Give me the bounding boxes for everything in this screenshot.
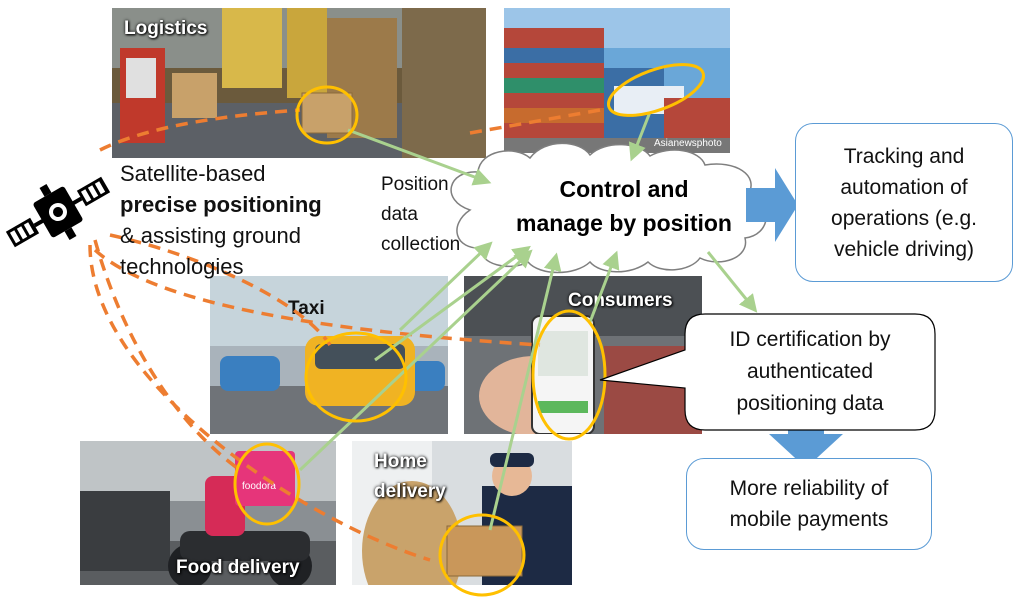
dashed-line-consumers (93, 248, 541, 347)
dashed-line-taxi (109, 233, 332, 346)
foodora-box-text: foodora (242, 481, 276, 492)
arrow-taxi-2 (374, 245, 531, 362)
orange-dashed-lines (88, 108, 601, 562)
id-line-2: authenticated (746, 360, 874, 383)
cloud-line-2: manage by position (516, 210, 732, 236)
id-callout-box (599, 313, 936, 431)
blue-arrow-right (746, 168, 798, 242)
satellite-description: Satellite-based precise positioning & as… (120, 158, 360, 282)
taxi-scene (210, 276, 448, 434)
arrow-logistics (347, 128, 492, 186)
position-data-line-2: data (381, 204, 418, 225)
circle-taxi (304, 331, 408, 423)
arrow-taxi-1 (398, 241, 493, 332)
tracking-line-4: vehicle driving) (833, 237, 975, 261)
cloud-line-1: Control and (559, 176, 689, 202)
consumers-label: Consumers (568, 290, 673, 311)
reliability-box: More reliability of mobile payments (686, 458, 932, 550)
dashed-line-logistics (99, 108, 301, 152)
reliability-line-1: More reliability of (729, 477, 889, 500)
yellow-circles (233, 63, 705, 597)
dashed-line-food (93, 239, 242, 472)
green-arrows (298, 111, 758, 531)
reliability-line-2: mobile payments (729, 508, 889, 531)
home-delivery-photo: Home delivery (352, 441, 572, 585)
food-delivery-label: Food delivery (176, 557, 300, 578)
satellite-line-4: technologies (120, 254, 244, 279)
position-data-line-3: collection (381, 234, 461, 255)
satellite-line-2-bold: precise positioning (120, 192, 322, 217)
position-data-label: Position data collection (381, 170, 460, 260)
id-line-1: ID certification by (729, 328, 891, 351)
dashed-line-containers (469, 108, 601, 135)
home-delivery-scene (352, 441, 572, 585)
id-line-3: positioning data (736, 392, 884, 415)
dashed-line-home (88, 244, 431, 562)
tracking-line-2: automation of (840, 175, 968, 199)
circle-logistics (295, 85, 359, 145)
logistics-label: Logistics (124, 18, 208, 39)
cloud-label: Control and manage by position (496, 172, 752, 240)
logistics-scene (112, 8, 486, 158)
tracking-line-1: Tracking and (843, 144, 965, 168)
circle-consumers (531, 309, 607, 441)
satellite-line-2: precise positioning (120, 189, 360, 220)
arrow-home (488, 252, 562, 531)
taxi-photo: Taxi (210, 276, 448, 434)
tracking-box: Tracking and automation of operations (e… (795, 123, 1013, 282)
food-delivery-photo: foodora Food delivery (80, 441, 336, 585)
blue-arrow-down (769, 426, 843, 468)
circle-food (233, 442, 301, 526)
tracking-line-3: operations (e.g. (831, 206, 977, 230)
satellite-icon (5, 176, 111, 248)
watermark-text: Asianewsphoto (654, 138, 722, 149)
circle-containers (607, 63, 705, 117)
food-delivery-scene (80, 441, 336, 585)
satellite-line-1: Satellite-based (120, 161, 266, 186)
logistics-photo: Logistics (112, 8, 486, 158)
arrow-to-id (706, 251, 758, 313)
position-data-line-1: Position (381, 174, 449, 195)
arrow-containers (628, 111, 652, 162)
arrow-consumers (588, 250, 620, 323)
id-certification-text: ID certification by authenticated positi… (690, 324, 930, 420)
home-delivery-label: Home delivery (374, 451, 446, 502)
satellite-line-3: & assisting ground (120, 223, 301, 248)
circle-home (438, 513, 526, 597)
arrow-food (298, 249, 533, 472)
